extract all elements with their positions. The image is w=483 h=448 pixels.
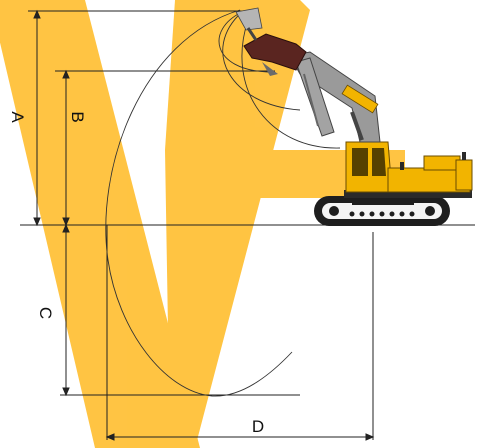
label-b: B [68,111,87,122]
dimension-d [105,433,375,441]
track-assembly [314,196,450,226]
upper-structure [344,141,473,198]
arm-swing-curve [241,19,341,149]
dimension-c [62,223,70,397]
bucket-arc-mid-curve [222,11,301,111]
arm [295,57,335,137]
bucket-arc-inner-curve [218,11,269,73]
label-c: C [36,307,55,319]
label-a: A [8,111,27,123]
label-d: D [252,417,264,436]
dimension-a [33,9,41,227]
dimension-b [62,69,70,227]
working-range-outer-curve [105,9,293,397]
bucket [235,7,307,76]
excavator-illustration [235,7,473,226]
